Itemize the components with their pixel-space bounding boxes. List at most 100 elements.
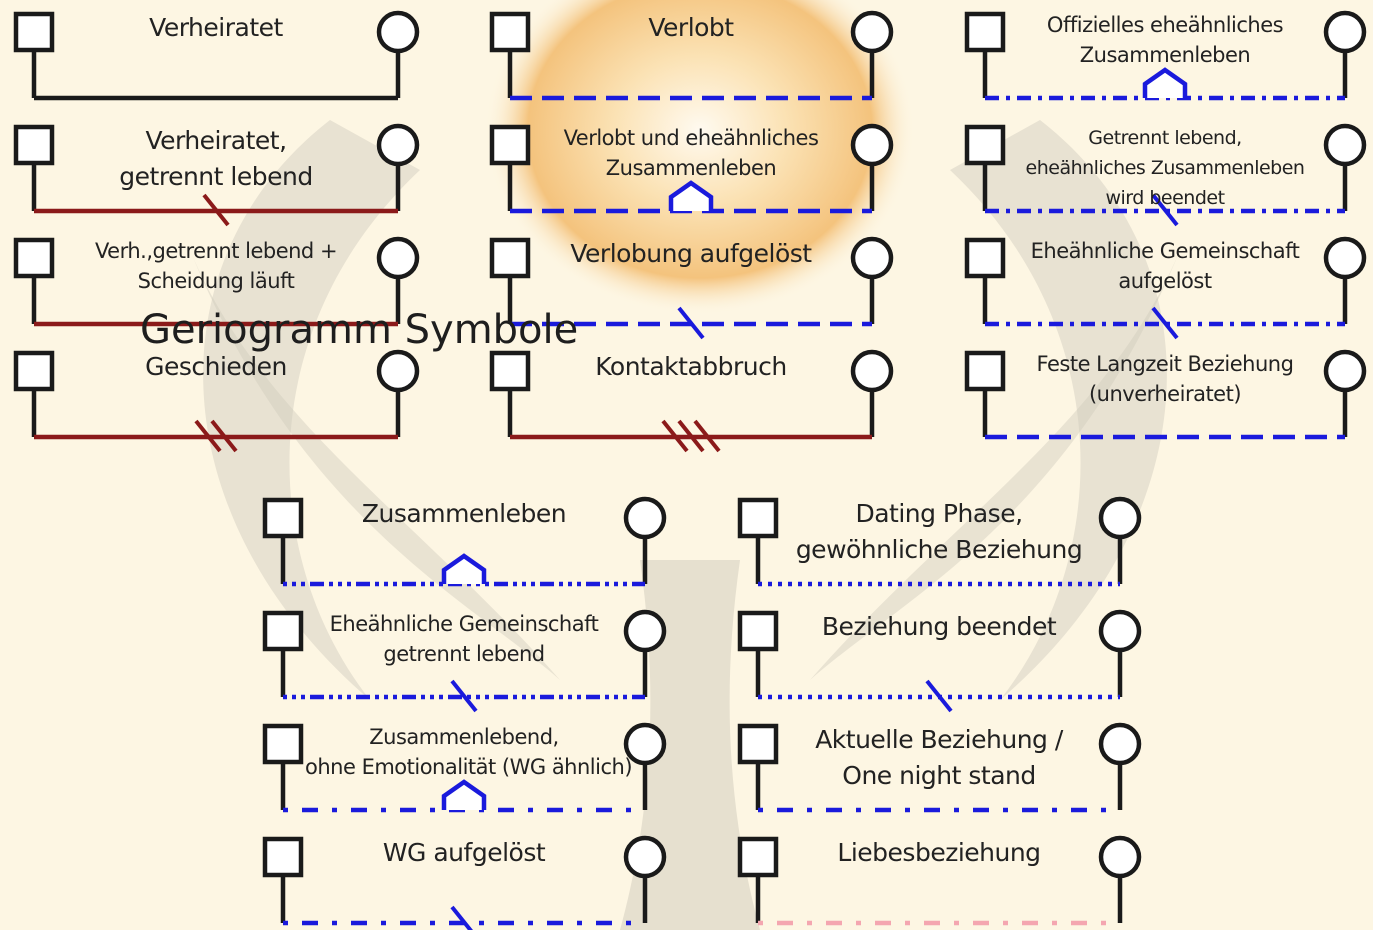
male-square-icon: [262, 497, 304, 539]
symbol-getrennt-eheaehnlich: [964, 123, 1367, 227]
label-line: Beziehung beendet: [821, 612, 1057, 641]
female-circle-icon: [1323, 236, 1367, 280]
male-square-icon: [489, 124, 531, 166]
label-line: Zusammenleben: [605, 156, 777, 180]
label-line: Verlobt: [648, 13, 734, 42]
label-kontaktabbruch: Kontaktabbruch: [532, 349, 850, 385]
male-square-icon: [13, 124, 55, 166]
label-line: Geschieden: [145, 352, 287, 381]
symbol-zusammenleben: [262, 496, 667, 587]
label-line: Getrennt lebend,: [1088, 127, 1242, 149]
label-line: Offizielles eheähnliches: [1046, 13, 1284, 37]
symbol-verheiratet-getrennt: [13, 123, 420, 227]
label-line: Eheähnliche Gemeinschaft: [1030, 239, 1300, 263]
female-circle-icon: [623, 609, 667, 653]
symbol-verlobung-aufgeloest: [489, 236, 894, 340]
female-circle-icon: [850, 123, 894, 167]
label-beziehung-beendet: Beziehung beendet: [780, 609, 1098, 645]
female-circle-icon: [1098, 496, 1142, 540]
female-circle-icon: [1098, 722, 1142, 766]
female-circle-icon: [1323, 123, 1367, 167]
label-line: One night stand: [842, 761, 1036, 790]
label-line: Zusammenleben: [1079, 43, 1251, 67]
label-line: wird beendet: [1105, 187, 1225, 209]
male-square-icon: [13, 237, 55, 279]
symbol-wg-aufgeloest: [262, 835, 667, 930]
symbol-beziehung-beendet: [737, 609, 1142, 713]
male-square-icon: [964, 350, 1006, 392]
label-verheiratet-getrennt: Verheiratet, getrennt lebend: [56, 123, 376, 195]
symbol-verlobt: [489, 10, 894, 101]
male-square-icon: [737, 610, 779, 652]
label-line: Dating Phase,: [855, 499, 1023, 528]
label-line: Verheiratet,: [145, 126, 287, 155]
label-verheiratet: Verheiratet: [56, 10, 376, 46]
house-icon: [668, 180, 714, 211]
female-circle-icon: [1323, 10, 1367, 54]
symbol-offizielles-zusammenleben: [964, 10, 1367, 101]
label-line: Verh.,getrennt lebend +: [94, 239, 338, 263]
male-square-icon: [489, 350, 531, 392]
label-line: WG aufgelöst: [382, 838, 546, 867]
label-line: Feste Langzeit Beziehung: [1036, 352, 1294, 376]
label-line: Zusammenlebend,: [369, 725, 559, 749]
symbol-liebesbeziehung: [737, 835, 1142, 926]
overlay-title: Geriogramm Symbole: [140, 307, 579, 353]
label-verlobung-aufgeloest: Verlobung aufgelöst: [532, 236, 850, 272]
male-square-icon: [262, 610, 304, 652]
male-square-icon: [13, 350, 55, 392]
label-wg-aufgeloest: WG aufgelöst: [305, 835, 623, 871]
male-square-icon: [964, 124, 1006, 166]
label-zusammenlebend-wg: Zusammenlebend, ohne Emotionalität (WG äh…: [305, 722, 633, 782]
symbol-gemeinschaft-getrennt: [262, 609, 667, 713]
male-square-icon: [262, 723, 304, 765]
symbol-geschieden: [13, 349, 420, 453]
female-circle-icon: [623, 496, 667, 540]
female-circle-icon: [376, 349, 420, 393]
symbol-scheidung-laeuft: [13, 236, 420, 327]
label-gemeinschaft-aufgeloest: Eheähnliche Gemeinschaft aufgelöst: [1007, 236, 1323, 296]
label-getrennt-eheaehnlich: Getrennt lebend, eheähnliches Zusammenleb…: [1007, 123, 1323, 213]
male-square-icon: [489, 237, 531, 279]
female-circle-icon: [376, 236, 420, 280]
label-line: eheähnliches Zusammenleben: [1025, 157, 1305, 179]
female-circle-icon: [850, 349, 894, 393]
symbol-verlobt-zusammenleben: [489, 123, 894, 214]
label-line: aufgelöst: [1118, 269, 1212, 293]
symbol-dating-phase: [737, 496, 1142, 587]
symbol-verheiratet: [13, 10, 420, 101]
female-circle-icon: [623, 835, 667, 879]
house-icon: [441, 779, 487, 810]
separation-slash-icon: [210, 419, 238, 453]
swirl-right: [950, 120, 1167, 700]
label-aktuelle-beziehung: Aktuelle Beziehung / One night stand: [780, 722, 1098, 794]
separation-slash-icon: [677, 419, 705, 453]
label-line: Verlobung aufgelöst: [570, 239, 812, 268]
label-line: ohne Emotionalität (WG ähnlich): [305, 755, 633, 779]
separation-slash-icon: [677, 306, 705, 340]
orb-glow: [485, 0, 915, 315]
separation-slash-icon: [693, 419, 721, 453]
male-square-icon: [737, 836, 779, 878]
male-square-icon: [13, 11, 55, 53]
separation-slash-icon: [450, 679, 478, 713]
label-line: Aktuelle Beziehung /: [815, 725, 1063, 754]
label-liebesbeziehung: Liebesbeziehung: [780, 835, 1098, 871]
label-line: Scheidung läuft: [137, 269, 295, 293]
label-line: (unverheiratet): [1088, 382, 1242, 406]
male-square-icon: [964, 11, 1006, 53]
label-line: Zusammenleben: [361, 499, 567, 528]
male-square-icon: [737, 723, 779, 765]
female-circle-icon: [850, 236, 894, 280]
label-line: getrennt lebend: [119, 162, 313, 191]
symbol-zusammenlebend-wg: [262, 722, 667, 813]
stem-center: [620, 560, 760, 930]
label-line: getrennt lebend: [383, 642, 545, 666]
female-circle-icon: [1098, 609, 1142, 653]
symbol-gemeinschaft-aufgeloest: [964, 236, 1367, 340]
house-icon: [1142, 67, 1188, 98]
